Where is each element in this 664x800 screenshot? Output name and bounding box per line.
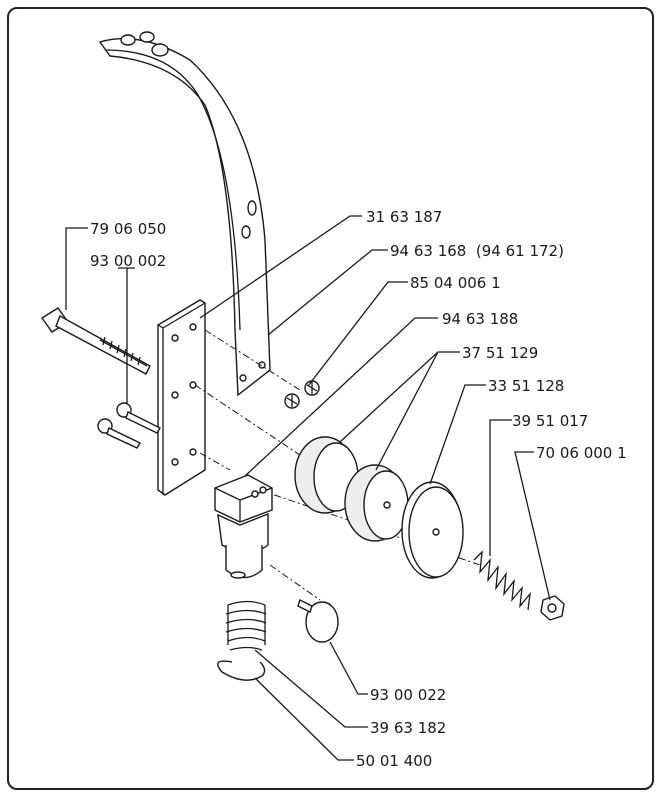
- leader-lines: [65, 215, 551, 761]
- hex-nut: [540, 595, 565, 621]
- part-label: 50 01 400: [356, 752, 432, 770]
- part-label: 39 51 017: [512, 412, 588, 430]
- curved-arm: [98, 31, 271, 397]
- part-label: 70 06 000 1: [536, 444, 627, 462]
- knurled-knob: [297, 599, 339, 643]
- part-label: 33 51 128: [488, 377, 564, 395]
- mounting-plate: [157, 299, 206, 496]
- holder-block: [214, 474, 273, 579]
- diagram-frame: [7, 7, 654, 790]
- part-label: 94 63 188: [442, 310, 518, 328]
- small-screws: [97, 380, 320, 449]
- cap-screw: [40, 307, 151, 375]
- part-label: 94 63 168 (94 61 172): [390, 242, 564, 260]
- felt-washers: [294, 436, 409, 542]
- part-label: 37 51 129: [462, 344, 538, 362]
- part-label: 85 04 006 1: [410, 274, 501, 292]
- circlip: [217, 660, 266, 681]
- lower-spring: [225, 600, 267, 651]
- washer-disc: [401, 481, 464, 579]
- part-label: 79 06 050: [90, 220, 166, 238]
- center-lines: [194, 329, 481, 601]
- compression-spring: [473, 550, 531, 611]
- part-label: 31 63 187: [366, 208, 442, 226]
- part-label: 39 63 182: [370, 719, 446, 737]
- part-label: 93 00 002: [90, 252, 166, 270]
- part-label: 93 00 022: [370, 686, 446, 704]
